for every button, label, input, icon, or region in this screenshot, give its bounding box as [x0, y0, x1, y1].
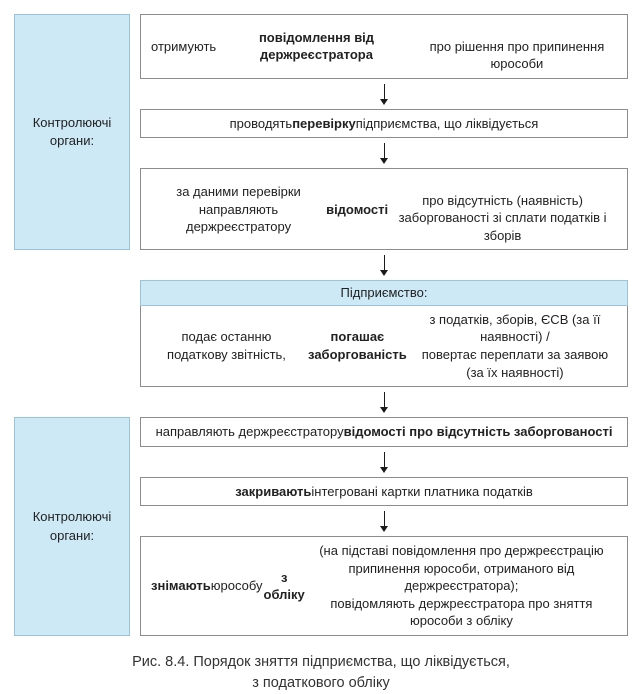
flowchart-page: Контролюючі органи: отримують повідомлен… [14, 14, 628, 691]
enterprise-block: Підприємство: подає останню податкову зв… [140, 280, 628, 388]
group-controlling-bodies-top: Контролюючі органи: отримують повідомлен… [14, 14, 628, 251]
arrow-down-icon [140, 79, 628, 109]
arrow-down-icon [380, 250, 388, 280]
flow-box-receive-notification: отримують повідомлення від держреєстрато… [140, 14, 628, 79]
flow-box-deregister-entity: знімають юрособу з обліку (на підставі п… [140, 536, 628, 636]
flow-box-close-taxpayer-cards: закривають інтегровані картки платника п… [140, 476, 628, 507]
arrow-head [380, 158, 388, 165]
arrow-down-icon [140, 447, 628, 477]
arrow-shaft [383, 392, 385, 408]
arrow-shaft [383, 83, 385, 99]
connector-to-bottom-group [140, 387, 628, 417]
top-flow-column: отримують повідомлення від держреєстрато… [140, 14, 628, 251]
arrow-shaft [383, 451, 385, 467]
group-controlling-bodies-bottom: Контролюючі органи: направляють держреєс… [14, 417, 628, 636]
side-label-controlling-bodies-bottom: Контролюючі органи: [14, 417, 130, 636]
arrow-down-icon [140, 506, 628, 536]
arrow-shaft [383, 511, 385, 527]
flow-box-enterprise-actions: подає останню податкову звітність, погаш… [140, 305, 628, 388]
flow-box-send-no-debt-info: направляють держреєстратору відомості пр… [140, 417, 628, 447]
arrow-head [380, 270, 388, 277]
bottom-flow-column: направляють держреєстратору відомості пр… [140, 417, 628, 636]
arrow-head [380, 526, 388, 533]
arrow-shaft [383, 255, 385, 271]
arrow-down-icon [140, 138, 628, 168]
figure-caption: Рис. 8.4. Порядок зняття підприємства, щ… [132, 653, 510, 691]
side-label-controlling-bodies-top: Контролюючі органи: [14, 14, 130, 251]
enterprise-header: Підприємство: [140, 280, 628, 306]
connector-to-enterprise [140, 250, 628, 280]
flow-box-send-audit-info: за даними перевірки направляють держреєс… [140, 168, 628, 251]
arrow-head [380, 98, 388, 105]
arrow-head [380, 466, 388, 473]
flow-box-conduct-audit: проводять перевірку підприємства, що лік… [140, 108, 628, 139]
arrow-down-icon [380, 387, 388, 417]
arrow-head [380, 407, 388, 414]
arrow-shaft [383, 143, 385, 159]
